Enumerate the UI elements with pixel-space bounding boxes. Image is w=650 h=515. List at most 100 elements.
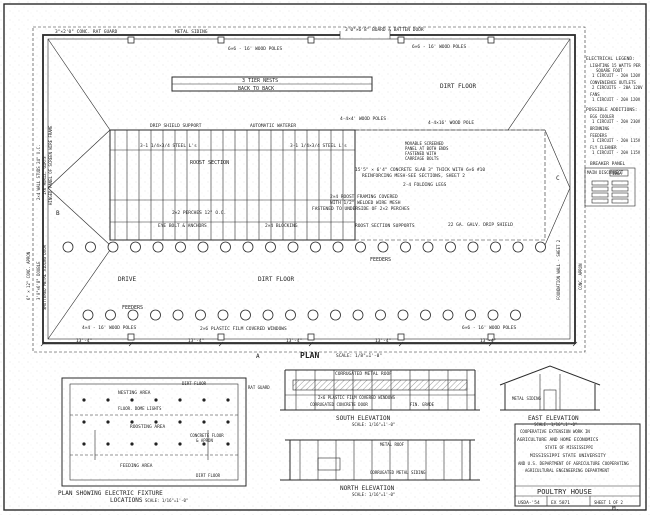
legend-item-1: LIGHTING 15 WATTS PER [590, 63, 641, 68]
left-wall-note-5: 3'0"×6'8" DOUBLE [36, 261, 41, 300]
poles-bottom-note: 4×4 - 16' WOOD POLES [82, 325, 136, 331]
dirt-floor-2-label: DIRT FLOOR [196, 473, 221, 478]
drip-shield-note: DRIP SHIELD SUPPORT [150, 123, 202, 129]
eye-bolts-note: EYE BOLT & ANCHORS [158, 223, 207, 229]
steel-l-right-note: 3-1 1/4×3/4 STEEL L's [290, 143, 347, 149]
light-fixture [202, 420, 206, 424]
poles-4x4-note: 4-4×4' WOOD POLES [340, 116, 386, 122]
section-a-marker: A [256, 353, 260, 360]
feeder-circle [397, 309, 409, 321]
title-block: COOPERATIVE EXTENSION WORK IN AGRICULTUR… [514, 423, 641, 507]
light-fixture [130, 442, 134, 446]
feeder-circle [287, 241, 299, 253]
feeder-circle [240, 309, 251, 321]
feeder-circle [130, 241, 141, 253]
legend-item-4: CONVENIENCE OUTLETS [590, 80, 636, 85]
feeder-circle [82, 309, 94, 321]
waterer-note: AUTOMATIC WATERER [250, 123, 296, 129]
feeder-circle [197, 241, 209, 253]
left-wall-note-1: 2×4 WALL STUDS 24" O.C. [36, 145, 41, 200]
main-amp-label: 100A [612, 171, 622, 176]
light-fixture [82, 398, 86, 402]
feeder-circle [355, 241, 366, 253]
light-fixture [130, 398, 134, 402]
feeder-circle [127, 309, 139, 321]
framing-note-2: WITH 1/2" WELDED WIRE MESH [330, 200, 401, 206]
possible-additions-title: POSSIBLE ADDITIONS: [586, 107, 637, 113]
tb-line-6: AGRICULTURAL ENGINEERING DEPARTMENT [525, 468, 610, 473]
dimension-tick [398, 341, 404, 347]
north-elevation-title: NORTH ELEVATION [340, 485, 395, 492]
light-fixture [154, 420, 158, 424]
feeder-circle [152, 241, 164, 253]
feeder-circle [62, 241, 74, 253]
east-siding-label: METAL SIDING [512, 396, 541, 401]
movable-panel-note-4: CARRIAGE BOLTS [405, 156, 439, 161]
south-elevation-scale: SCALE: 1/16"=1'-0" [352, 422, 395, 427]
breaker-switch [591, 180, 609, 186]
poles-4x4-right-note: 4-4×16' WOOD POLE [428, 120, 474, 126]
tb-line-5: AND U.S. DEPARTMENT OF AGRICULTURE COOPE… [518, 461, 629, 466]
light-fixture [130, 420, 134, 424]
feeder-circle [420, 309, 431, 321]
apron-label: & APRON [196, 438, 213, 443]
dimension-tick [128, 341, 134, 347]
feeders-bottom-label: FEEDERS [122, 305, 143, 311]
possible-item-5: 1 CIRCUIT - 20A 115V [592, 138, 641, 143]
left-wall-note-3: HINGED PANEL OF SCREEN WIRE FRAME [48, 125, 53, 205]
sheet-border [3, 3, 647, 511]
dirt-floor-top-label: DIRT FLOOR [440, 83, 477, 90]
light-fixture [226, 442, 230, 446]
feeder-circle [512, 241, 524, 253]
north-elevation-scale: SCALE: 1/16"=1'-0" [352, 492, 395, 497]
tb-sheet: SHEET 1 OF 2 [594, 500, 623, 505]
feeder-circle [442, 309, 454, 321]
legend-item-5: 2 CIRCUITS - 20A 120V [592, 85, 643, 90]
dimension-5: 13'-4" [480, 338, 496, 344]
north-siding-label: CORRUGATED METAL SIDING [370, 470, 426, 475]
framing-note-3: FASTENED TO UNDERSIDE OF 2×2 PERCHES [312, 206, 410, 212]
feeder-circle [535, 241, 546, 253]
possible-item-7: 1 CIRCUIT - 20A 115V [592, 150, 641, 155]
section-c-marker: C [556, 175, 560, 182]
dimension-tick [488, 341, 494, 347]
south-elevation-title: SOUTH ELEVATION [336, 415, 391, 422]
light-fixture [178, 420, 182, 424]
light-fixture [202, 398, 206, 402]
south-door-label: CORRUGATED CONCRETE DOOR [310, 402, 368, 407]
tb-line-3: STATE OF MISSISSIPPI [545, 445, 594, 450]
building-outline [42, 34, 576, 344]
tb-usda: USDA-'54 [518, 500, 540, 506]
feeder-circle [150, 309, 161, 321]
dimension-1: 13'-4" [76, 338, 92, 344]
poles-note-top-right: 6×6 - 16' WOOD POLES [412, 44, 466, 50]
feeder-circle [85, 241, 96, 253]
windows-note: 2×6 PLASTIC FILM COVERED WINDOWS [200, 326, 287, 332]
feeder-circle [400, 241, 411, 253]
galv-drip-note: 22 GA. GALV. DRIP SHIELD [448, 222, 513, 228]
roost-section-label: ROOST SECTION [190, 160, 229, 166]
roost-section [109, 129, 546, 241]
movable-panel-note-3: FASTENED WITH [405, 151, 437, 156]
dimension-4: 13'-4" [375, 338, 391, 344]
light-fixture [202, 442, 206, 446]
plan-title: PLAN [300, 351, 319, 360]
drawing-title: POULTRY HOUSE [537, 488, 592, 496]
plan-scale: SCALE: 1/8"=1'-0" [336, 353, 382, 359]
south-elevation: CORRUGATED METAL ROOF 2×6 PLASTIC FILM C… [280, 369, 480, 427]
nesting-area-label: NESTING AREA [118, 390, 151, 396]
light-fixture [178, 442, 182, 446]
light-fixture [106, 398, 110, 402]
light-fixture [226, 398, 230, 402]
south-grade-label: FIN. GRADE [410, 402, 435, 407]
breaker-switch [611, 186, 629, 192]
conc-apron-right-note: CONC. APRON [578, 263, 583, 290]
possible-item-2: 1 CIRCUIT - 20A 230V [592, 119, 641, 124]
breaker-switch [611, 198, 629, 204]
feeder-circle [242, 241, 254, 253]
breaker-switch [611, 180, 629, 186]
roosting-area-label: ROOSTING AREA [130, 424, 166, 430]
feeder-circle [107, 241, 119, 253]
feeder-circle [377, 241, 389, 253]
